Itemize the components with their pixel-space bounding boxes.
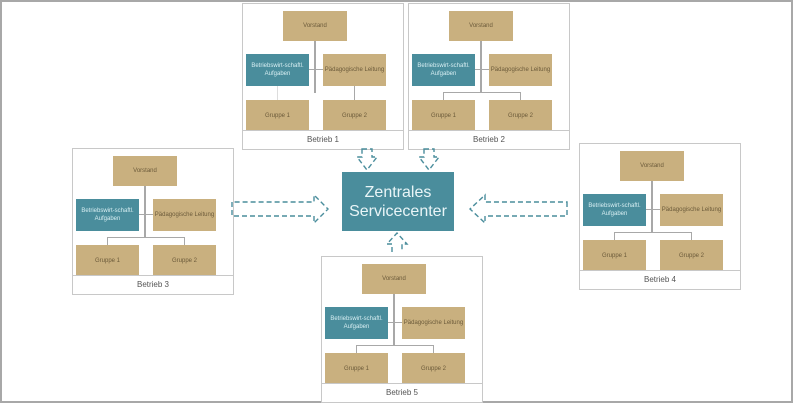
vorstand-box: Vorstand xyxy=(620,151,684,181)
paedagogik-box: Pädagogische Leitung xyxy=(660,194,723,226)
connector-line xyxy=(614,232,692,233)
org-chart-body: Vorstand Betriebswirt-schaftl. Aufgaben … xyxy=(73,149,233,277)
connector-line xyxy=(184,237,185,245)
org-unit-caption: Betrieb 1 xyxy=(243,130,403,149)
connector-line xyxy=(309,69,323,70)
gruppe-1-box: Gruppe 1 xyxy=(583,240,646,271)
connector-line xyxy=(356,345,434,346)
connector-line xyxy=(277,86,278,100)
connector-line xyxy=(614,232,615,240)
org-unit-betrieb-4: Vorstand Betriebswirt-schaftl. Aufgaben … xyxy=(579,143,741,290)
connector-line xyxy=(314,41,316,93)
gruppe-2-box: Gruppe 2 xyxy=(660,240,723,271)
vorstand-box: Vorstand xyxy=(113,156,177,186)
connector-line xyxy=(107,237,185,238)
connector-line xyxy=(646,209,660,210)
org-chart-body: Vorstand Betriebswirt-schaftl. Aufgaben … xyxy=(580,144,740,272)
connector-line xyxy=(356,345,357,353)
gruppe-2-box: Gruppe 2 xyxy=(323,100,386,131)
org-unit-caption: Betrieb 3 xyxy=(73,275,233,294)
org-chart-body: Vorstand Betriebswirt-schaftl. Aufgaben … xyxy=(322,257,482,385)
org-chart-body: Vorstand Betriebswirt-schaftl. Aufgaben … xyxy=(243,4,403,132)
gruppe-1-box: Gruppe 1 xyxy=(76,245,139,276)
connector-line xyxy=(443,92,521,93)
paedagogik-box: Pädagogische Leitung xyxy=(323,54,386,86)
connector-line xyxy=(139,214,153,215)
betriebswirtschaft-box: Betriebswirt-schaftl. Aufgaben xyxy=(412,54,475,86)
gruppe-1-box: Gruppe 1 xyxy=(325,353,388,384)
betriebswirtschaft-box: Betriebswirt-schaftl. Aufgaben xyxy=(76,199,139,231)
connector-line xyxy=(691,232,692,240)
connector-line xyxy=(433,345,434,353)
org-unit-betrieb-2: Vorstand Betriebswirt-schaftl. Aufgaben … xyxy=(408,3,570,150)
vorstand-box: Vorstand xyxy=(449,11,513,41)
org-chart-body: Vorstand Betriebswirt-schaftl. Aufgaben … xyxy=(409,4,569,132)
gruppe-1-box: Gruppe 1 xyxy=(412,100,475,131)
paedagogik-box: Pädagogische Leitung xyxy=(402,307,465,339)
connector-line xyxy=(354,86,355,100)
org-unit-caption: Betrieb 2 xyxy=(409,130,569,149)
connector-line xyxy=(520,92,521,100)
vorstand-box: Vorstand xyxy=(283,11,347,41)
connector-line xyxy=(144,186,146,238)
connector-line xyxy=(651,181,653,233)
gruppe-2-box: Gruppe 2 xyxy=(153,245,216,276)
org-unit-caption: Betrieb 5 xyxy=(322,383,482,402)
gruppe-2-box: Gruppe 2 xyxy=(402,353,465,384)
betriebswirtschaft-box: Betriebswirt-schaftl. Aufgaben xyxy=(246,54,309,86)
connector-line xyxy=(475,69,489,70)
org-unit-caption: Betrieb 4 xyxy=(580,270,740,289)
vorstand-box: Vorstand xyxy=(362,264,426,294)
paedagogik-box: Pädagogische Leitung xyxy=(489,54,552,86)
betriebswirtschaft-box: Betriebswirt-schaftl. Aufgaben xyxy=(325,307,388,339)
connector-line xyxy=(107,237,108,245)
org-unit-betrieb-5: Vorstand Betriebswirt-schaftl. Aufgaben … xyxy=(321,256,483,403)
betriebswirtschaft-box: Betriebswirt-schaftl. Aufgaben xyxy=(583,194,646,226)
gruppe-1-box: Gruppe 1 xyxy=(246,100,309,131)
gruppe-2-box: Gruppe 2 xyxy=(489,100,552,131)
org-unit-betrieb-1: Vorstand Betriebswirt-schaftl. Aufgaben … xyxy=(242,3,404,150)
connector-line xyxy=(388,322,402,323)
connector-line xyxy=(480,41,482,93)
connector-line xyxy=(393,294,395,346)
paedagogik-box: Pädagogische Leitung xyxy=(153,199,216,231)
central-service-center: Zentrales Servicecenter xyxy=(342,172,454,231)
connector-line xyxy=(443,92,444,100)
org-unit-betrieb-3: Vorstand Betriebswirt-schaftl. Aufgaben … xyxy=(72,148,234,295)
